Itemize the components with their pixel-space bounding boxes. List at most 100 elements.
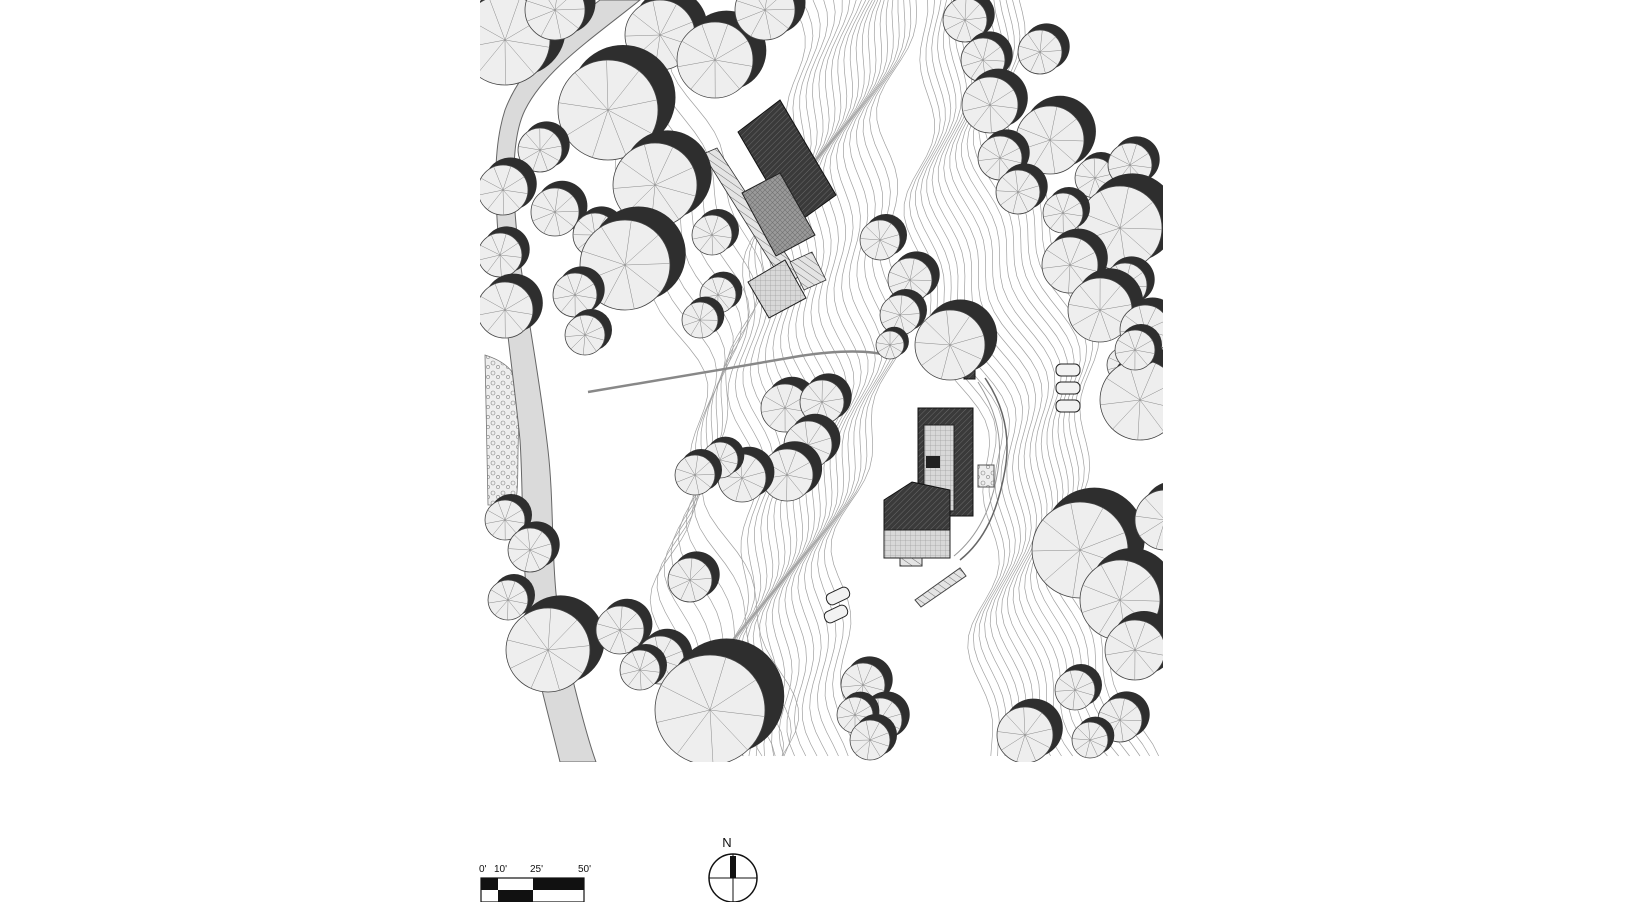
tree-branch-line [962,104,991,112]
upper-house-roof-mid [741,172,816,257]
tree-branch-line [504,509,523,521]
tree-branch-line [1023,706,1026,736]
tree-icon [595,598,653,655]
tree-branch-line [1099,285,1121,311]
tree-branch-line [1017,191,1039,201]
tree-branch-line [989,89,1014,106]
tree-branch-line [786,450,797,476]
tree-branch-line [1079,507,1104,551]
tree-branch-line [1042,264,1071,269]
tree-branch-line [1119,227,1152,257]
tree-icon [557,45,676,161]
tree-branch-line [1165,496,1183,520]
tree-branch-line [800,397,823,403]
tree-branch-line [709,679,757,711]
tree-branch-line [1119,227,1163,230]
tree-branch-line [1001,734,1026,751]
tree-branch-line [821,401,842,414]
tree-branch-line [1069,264,1098,272]
tree-branch-line [1045,203,1064,214]
tree-branch-line [1124,621,1136,651]
tree-branch-line [507,639,549,651]
tree-branch-line [1134,339,1153,351]
tree-branch-line [1000,191,1019,206]
tree-canopy [1134,489,1163,551]
tree-branch-line [1027,33,1041,53]
tree-branch-line [1144,497,1163,519]
tree-branch-line [554,188,559,213]
tree-branch-line [778,450,788,476]
tree-branch-line [1005,714,1026,736]
tree-branch-line [694,474,711,488]
tree-branch-line [1030,51,1041,72]
tree-branch-line [711,234,726,251]
tree-branch-line [899,300,915,316]
tree-branch-line [862,664,873,686]
tree-branch-line [997,731,1026,736]
tree-branch-line [999,137,1009,159]
tree-branch-line [490,234,501,256]
tree-branch-line [1165,514,1194,521]
tree-icon [734,0,806,41]
tree-branch-line [863,239,881,252]
contour-line [668,0,799,757]
tree-branch-line [802,401,823,413]
tree-branch-line [582,334,586,355]
tree-branch-line [654,167,694,186]
scale-label-50: 50' [578,864,591,875]
tree-branch-line [962,51,984,61]
tree-branch-line [1139,388,1163,401]
tree-branch-line [909,258,915,281]
tree-branch-line [669,579,691,590]
tree-branch-line [1039,30,1043,53]
tree-branch-line [639,658,657,671]
tree-branch-line [668,573,691,581]
tree-branch-line [570,334,586,350]
tree-branch-line [877,344,891,353]
tree-branch-line [529,543,552,551]
tree-branch-line [699,234,713,251]
tree-branch-line [764,395,786,409]
tree-branch-line [1119,201,1154,229]
tree-branch-line [949,344,983,360]
tree-branch-line [1069,670,1076,691]
tree-branch-line [865,225,881,241]
tree-branch-line [735,477,743,502]
tree-branch-line [1074,671,1084,691]
scale-label-0: 0' [479,864,487,875]
tree-branch-line [1049,139,1056,174]
tree-branch-line [1115,349,1136,354]
tree-branch-line [1039,50,1062,53]
tree-branch-line [694,455,699,476]
tree-branch-line [719,459,738,465]
tree-branch-line [565,334,586,337]
tree-branch-line [547,649,583,674]
tree-branch-line [676,709,711,755]
tree-branch-line [574,72,609,111]
tree-branch-line [1134,634,1162,651]
tree-branch-line [1049,118,1077,141]
tree-branch-line [889,334,900,346]
tree-icon [579,206,686,311]
tree-branch-line [1079,285,1101,311]
tree-branch-line [1139,363,1156,401]
tree-branch-line [786,474,813,481]
contour-line [778,0,879,757]
tree-branch-line [584,334,605,341]
tree-branch-line [1081,163,1096,179]
tree-branch-line [574,294,597,299]
tree-branch-line [547,608,552,651]
tree-branch-line [714,40,748,61]
tree-branch-line [677,561,691,581]
tree-branch-line [507,590,526,601]
tree-branch-line [582,250,626,266]
tree-branch-line [879,223,892,241]
tree-branch-line [804,421,809,446]
tree-branch-line [520,149,541,162]
tree-branch-line [856,663,864,686]
scale-seg-3 [533,878,584,890]
tree-branch-line [1062,202,1081,214]
tree-branch-line [972,104,991,128]
tree-branch-line [1068,264,1071,294]
tree-branch-line [480,39,506,71]
